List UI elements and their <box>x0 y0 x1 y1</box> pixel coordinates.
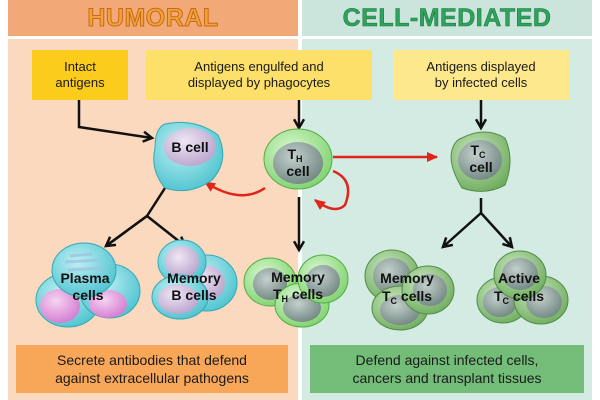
arrow-bcell-to-plasma <box>103 214 148 248</box>
active-tc-cells: Active TC cells <box>476 250 569 325</box>
humoral-title: HUMORAL <box>87 4 219 33</box>
cell-mediated-title: CELL-MEDIATED <box>342 4 552 33</box>
memory-tc-cells: Memory TC cells <box>364 249 455 331</box>
active-tc-label-1: Active <box>498 270 540 286</box>
plasma-label-1: Plasma <box>60 270 109 286</box>
memory-th-label-2: TH cells <box>273 286 323 304</box>
tc-cell-label-main: TC <box>470 142 486 160</box>
box-line: Defend against infected cells, <box>355 352 539 368</box>
flow-arrows <box>77 100 514 250</box>
plasma-cells: Plasma cells <box>35 242 141 328</box>
b-cell-label: B cell <box>171 139 208 155</box>
box-line: cancers and transplant tissues <box>352 370 542 386</box>
arrow-th-to-bcell <box>203 180 266 197</box>
memory-b-label-2: B cells <box>171 287 216 303</box>
plasma-label-2: cells <box>72 287 103 303</box>
box-line: antigens <box>55 75 105 90</box>
activation-arrows <box>203 152 439 211</box>
memory-tc-label-2: TC cells <box>382 288 432 306</box>
box-line: against extracellular pathogens <box>55 370 249 386</box>
th-cell-label-main: TH <box>287 146 302 164</box>
cell-mediated-header-bar <box>302 0 592 36</box>
box-line: Antigens displayed <box>426 59 536 74</box>
arrow-th-self <box>313 169 350 211</box>
th-cell: TH cell <box>263 128 333 190</box>
active-tc-label-2: TC cells <box>494 288 544 306</box>
box-line: Secrete antibodies that defend <box>57 352 247 368</box>
memory-th-label-1: Memory <box>271 269 325 285</box>
tc-cell: TC cell <box>450 131 511 192</box>
box-line: Antigens engulfed and <box>194 59 324 74</box>
memory-tc-label-1: Memory <box>380 270 434 286</box>
b-cell: B cell <box>153 121 224 192</box>
memory-th-cells: Memory TH cells <box>243 254 349 328</box>
arrow-tccell-to-active <box>480 212 514 249</box>
box-line: displayed by phagocytes <box>187 75 331 90</box>
memory-b-label-1: Memory <box>167 270 221 286</box>
box-line: Intact <box>64 59 96 74</box>
memory-b-cells: Memory B cells <box>151 239 238 320</box>
arrow-tccell-branch <box>443 198 483 247</box>
cell-mediated-outcome-box: Defend against infected cells, cancers an… <box>310 345 584 393</box>
th-cell-label-line2: cell <box>286 163 309 179</box>
arrow-intact-to-bcell <box>77 100 155 143</box>
humoral-header-bar <box>8 0 298 36</box>
box-line: by infected cells <box>434 75 528 90</box>
tc-cell-label-line2: cell <box>469 159 492 175</box>
humoral-outcome-box: Secrete antibodies that defend against ex… <box>16 345 288 393</box>
